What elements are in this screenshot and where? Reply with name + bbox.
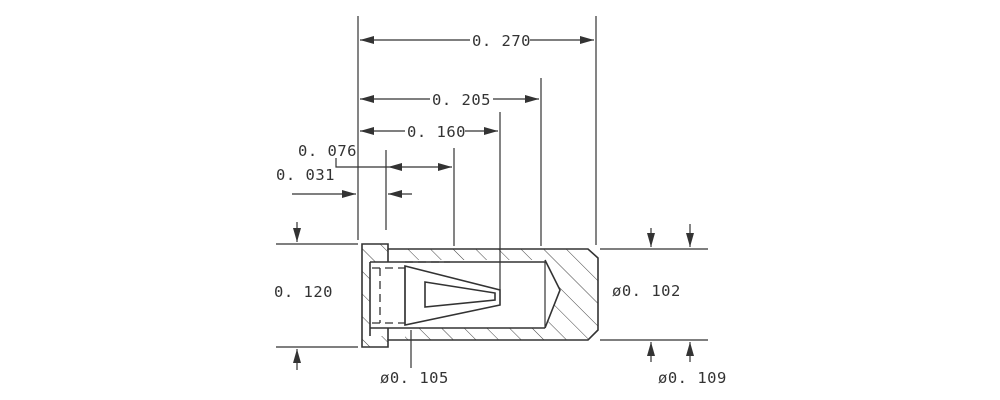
extension-lines	[276, 16, 708, 368]
dim-label-105: ø0. 105	[380, 369, 449, 387]
dim-length-205: 0. 205	[360, 91, 539, 109]
bottom-wall-hatch	[405, 328, 545, 340]
spring-finger-outer	[404, 264, 501, 326]
top-wall-hatch	[405, 249, 545, 260]
end-cap-hatch	[545, 249, 598, 340]
spring-finger-inner	[424, 281, 496, 308]
dim-dia-109: ø0. 109	[658, 224, 727, 387]
dim-label-205: 0. 205	[432, 91, 491, 109]
dim-label-076: 0. 076	[298, 142, 357, 160]
end-cone	[544, 259, 561, 329]
dim-label-160: 0. 160	[407, 123, 466, 141]
outer-outline	[361, 243, 599, 348]
dim-length-031: 0. 031	[276, 166, 412, 198]
dim-overall-length: 0. 270	[360, 32, 594, 50]
dim-label-overall: 0. 270	[472, 32, 531, 50]
dim-label-102: ø0. 102	[612, 282, 681, 300]
hatched-sections	[362, 244, 598, 347]
dim-label-120: 0. 120	[274, 283, 333, 301]
front-lip-hatch	[362, 244, 388, 347]
dim-dia-102: ø0. 102	[612, 228, 681, 362]
dim-length-076: 0. 076	[298, 142, 452, 171]
dim-dia-105: ø0. 105	[380, 369, 449, 387]
dim-label-031: 0. 031	[276, 166, 335, 184]
dim-label-109: ø0. 109	[658, 369, 727, 387]
dim-length-160: 0. 160	[360, 123, 498, 141]
dim-height-120: 0. 120	[274, 222, 333, 370]
part-body	[361, 243, 599, 348]
